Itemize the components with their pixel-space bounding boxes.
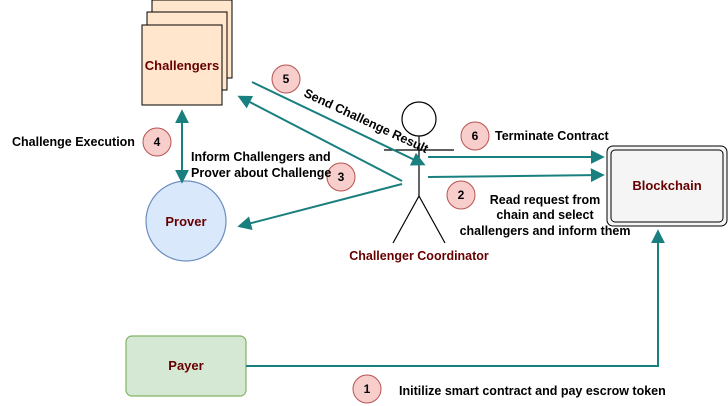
coordinator-label: Challenger Coordinator — [349, 249, 489, 263]
challengers-label: Challengers — [145, 58, 219, 73]
challengers-node: Challengers — [141, 0, 233, 106]
blockchain-label: Blockchain — [632, 178, 701, 193]
blockchain-node: Blockchain — [606, 145, 728, 227]
step-badge-5: 5 — [271, 64, 301, 94]
step-3-label: Inform Challengers and Prover about Chal… — [191, 150, 331, 180]
arrow-step-3-prover — [237, 183, 403, 230]
coordinator-actor-icon — [384, 101, 454, 244]
svg-text:1: 1 — [364, 382, 371, 396]
payer-label: Payer — [168, 358, 203, 373]
svg-text:3: 3 — [338, 170, 345, 184]
svg-text:4: 4 — [154, 135, 161, 149]
svg-text:Prover about Challenge: Prover about Challenge — [191, 166, 331, 180]
prover-node: Prover — [145, 180, 227, 262]
arrow-step-1 — [246, 229, 665, 367]
svg-text:6: 6 — [472, 129, 479, 143]
svg-text:5: 5 — [283, 72, 290, 86]
step-6-label: Terminate Contract — [495, 129, 610, 143]
arrow-step-5 — [251, 81, 426, 166]
svg-text:Read request from: Read request from — [490, 193, 600, 207]
payer-node: Payer — [125, 335, 247, 397]
arrow-step-3-challengers — [237, 95, 403, 182]
prover-label: Prover — [165, 214, 206, 229]
step-2-label: Read request from chain and select chall… — [460, 193, 631, 238]
step-badge-1: 1 — [352, 374, 382, 404]
svg-text:Inform Challengers and: Inform Challengers and — [191, 150, 331, 164]
step-badge-6: 6 — [460, 121, 490, 151]
svg-text:challengers and inform them: challengers and inform them — [460, 224, 631, 238]
step-4-label: Challenge Execution — [12, 135, 135, 149]
step-badge-4: 4 — [142, 127, 172, 157]
svg-text:chain and select: chain and select — [496, 208, 594, 222]
svg-text:2: 2 — [458, 188, 465, 202]
step-badge-3: 3 — [326, 162, 356, 192]
step-1-label: Initilize smart contract and pay escrow … — [399, 384, 666, 398]
step-badge-2: 2 — [446, 180, 476, 210]
arrow-step-2 — [427, 168, 605, 183]
